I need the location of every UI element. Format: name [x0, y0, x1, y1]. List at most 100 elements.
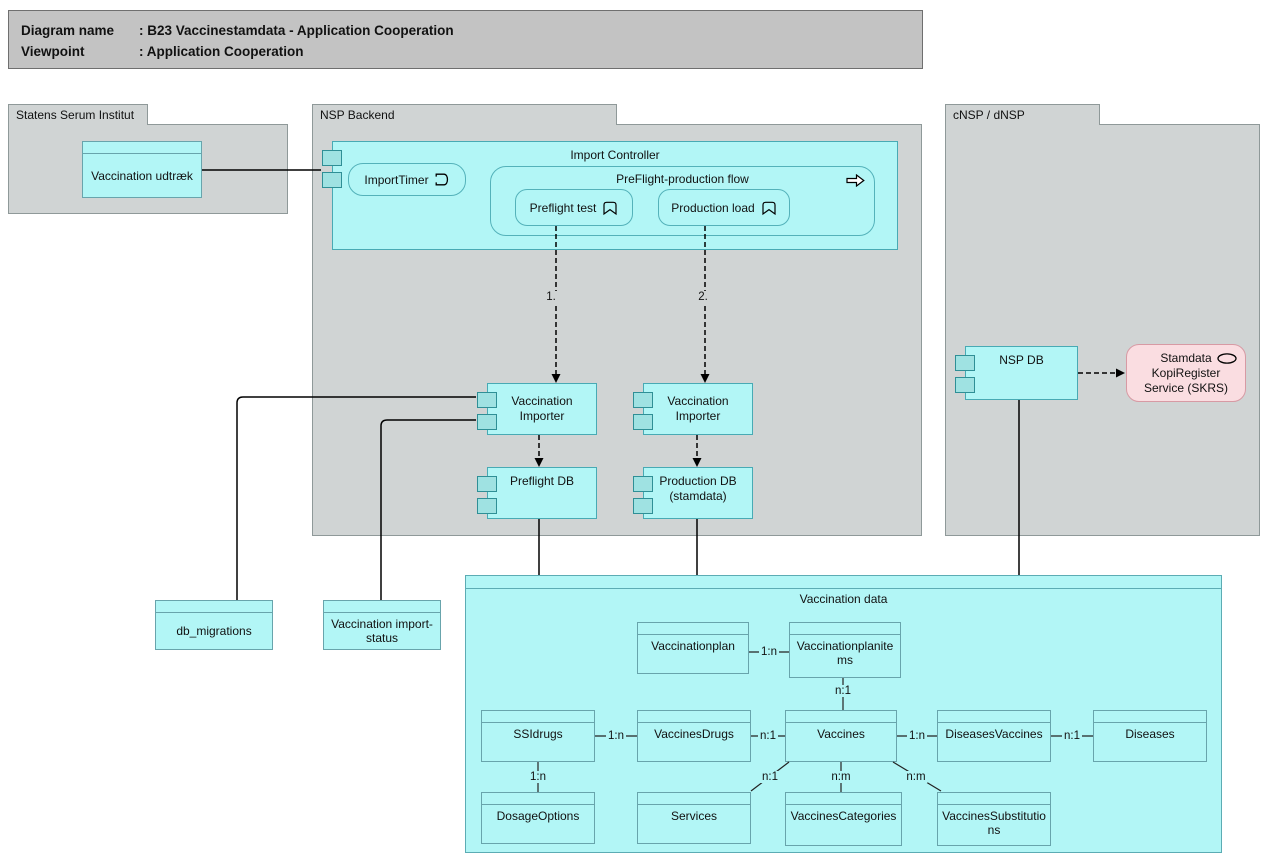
entity-vaccines: Vaccines — [785, 710, 897, 762]
entity-vaccinesdrugs: VaccinesDrugs — [637, 710, 751, 762]
component-port-icon — [633, 414, 653, 430]
entity-header — [638, 711, 750, 723]
component-port-icon — [633, 498, 653, 514]
flow-step2-label: 2. — [696, 291, 710, 303]
entity-diseasesvaccines: DiseasesVaccines — [937, 710, 1051, 762]
process-label: PreFlight-production flow — [616, 172, 749, 186]
entity-label: Vaccines — [817, 727, 865, 741]
data-object-header — [324, 601, 440, 613]
data-object-vaccination-import-status: Vaccination import-status — [323, 600, 441, 650]
function-label: Preflight test — [529, 200, 597, 215]
component-port-icon — [477, 414, 497, 430]
component-label: Production DB (stamdata) — [659, 474, 737, 503]
component-label: Vaccination Importer — [511, 394, 573, 423]
flow-step1-label: 1. — [544, 291, 558, 303]
component-port-icon — [477, 498, 497, 514]
entity-label: SSIdrugs — [513, 727, 563, 741]
entity-label: Vaccinationplanitems — [796, 639, 894, 667]
entity-services: Services — [637, 792, 751, 844]
viewpoint-value: Application Cooperation — [143, 44, 304, 59]
component-port-icon — [322, 172, 342, 188]
data-object-label: Vaccination udtræk — [91, 168, 193, 183]
entity-diseases: Diseases — [1093, 710, 1207, 762]
application-service-icon — [1217, 353, 1237, 364]
rel-vaccines-vaccinessubstitutions-label: n:m — [904, 771, 928, 783]
group-title: Vaccination data — [799, 592, 888, 606]
entity-vaccinationplan: Vaccinationplan — [637, 622, 749, 674]
application-function-icon — [762, 201, 776, 215]
component-preflight-db: Preflight DB — [477, 467, 597, 519]
group-header-band — [466, 576, 1221, 589]
entity-vaccinationplanitems: Vaccinationplanitems — [789, 622, 901, 678]
entity-label: VaccinesDrugs — [654, 727, 734, 741]
entity-header — [786, 793, 901, 805]
data-object-header — [83, 142, 201, 154]
component-port-icon — [955, 377, 975, 393]
service-label: Stamdata KopiRegister Service (SKRS) — [1143, 350, 1229, 395]
entity-header — [638, 623, 748, 635]
entity-label: Vaccinationplan — [651, 639, 735, 653]
group-tab-ssi: Statens Serum Institut — [8, 104, 148, 125]
function-label: Production load — [671, 200, 755, 215]
entity-header — [790, 623, 900, 635]
data-object-db-migrations: db_migrations — [155, 600, 273, 650]
component-port-icon — [633, 392, 653, 408]
viewpoint-label: Viewpoint — [21, 44, 85, 59]
entity-label: Diseases — [1125, 727, 1175, 741]
viewpoint-line: Viewpoint: Application Cooperation — [21, 41, 922, 62]
diagram-name-label: Diagram name — [21, 23, 115, 38]
entity-header — [938, 711, 1050, 723]
component-port-icon — [633, 476, 653, 492]
entity-header — [786, 711, 896, 723]
rel-diseasesvaccines-diseases-label: n:1 — [1062, 730, 1082, 742]
rel-ssidrugs-vaccinesdrugs-label: 1:n — [606, 730, 626, 742]
component-vaccination-importer-preflight: Vaccination Importer — [477, 383, 597, 435]
component-port-icon — [955, 355, 975, 371]
component-nsp-db: NSP DB — [955, 346, 1078, 400]
service-skrs: Stamdata KopiRegister Service (SKRS) — [1126, 344, 1246, 402]
separator: : — [139, 23, 144, 38]
entity-label: Services — [670, 809, 717, 823]
diagram-title-block: Diagram name: B23 Vaccinestamdata - Appl… — [8, 10, 923, 69]
data-object-header — [156, 601, 272, 613]
group-body-cnsp — [945, 124, 1260, 536]
rel-vaccinesdrugs-vaccines-label: n:1 — [758, 730, 778, 742]
application-event-icon — [435, 173, 448, 186]
entity-header — [938, 793, 1050, 805]
function-production-load: Production load — [658, 189, 790, 226]
diagram-name-line: Diagram name: B23 Vaccinestamdata - Appl… — [21, 20, 922, 41]
diagram-name-value: B23 Vaccinestamdata - Application Cooper… — [143, 23, 454, 38]
separator: : — [139, 44, 144, 59]
application-function-icon — [603, 201, 617, 215]
entity-header — [482, 793, 594, 805]
event-import-timer: ImportTimer — [348, 163, 466, 196]
data-object-label: Vaccination import-status — [331, 617, 433, 645]
group-tab-nsp-backend: NSP Backend — [312, 104, 617, 125]
rel-vaccines-vaccinescategories-label: n:m — [829, 771, 853, 783]
rel-plan-items-label: 1:n — [759, 646, 779, 658]
entity-ssidrugs: SSIdrugs — [481, 710, 595, 762]
data-object-label: db_migrations — [176, 624, 252, 638]
rel-items-vaccines-label: n:1 — [833, 685, 853, 697]
entity-label: DiseasesVaccines — [945, 727, 1043, 741]
entity-label: VaccinesSubstitutions — [942, 809, 1046, 837]
application-process-icon — [846, 174, 865, 187]
component-vaccination-importer-production: Vaccination Importer — [633, 383, 753, 435]
component-label: Import Controller — [570, 148, 660, 162]
group-tab-cnsp: cNSP / dNSP — [945, 104, 1100, 125]
event-label: ImportTimer — [364, 172, 429, 187]
component-label: NSP DB — [999, 353, 1044, 367]
entity-vaccinescategories: VaccinesCategories — [785, 792, 902, 846]
component-production-db: Production DB (stamdata) — [633, 467, 753, 519]
component-label: Vaccination Importer — [667, 394, 729, 423]
component-port-icon — [322, 150, 342, 166]
component-port-icon — [477, 476, 497, 492]
component-label: Preflight DB — [509, 474, 575, 488]
entity-label: VaccinesCategories — [790, 809, 897, 823]
rel-vaccines-services-label: n:1 — [760, 771, 780, 783]
entity-dosageoptions: DosageOptions — [481, 792, 595, 844]
entity-header — [638, 793, 750, 805]
rel-vaccines-diseasesvaccines-label: 1:n — [907, 730, 927, 742]
rel-ssidrugs-dosageoptions-label: 1:n — [528, 771, 548, 783]
